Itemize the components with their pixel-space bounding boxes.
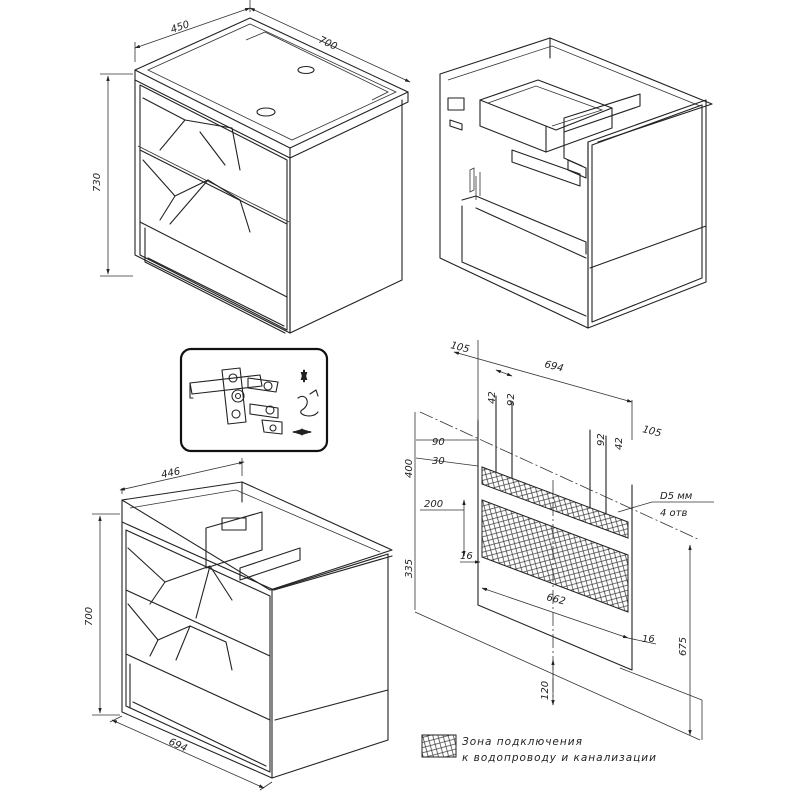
hole-note-diameter: D5 мм [660,491,693,502]
dim-92-right: 92 [596,433,607,446]
dim-90: 90 [432,437,445,448]
dim-335: 335 [404,559,415,578]
dim-200: 200 [424,499,443,510]
hinge-detail-inset [179,347,329,453]
hole-note-count: 4 отв [660,508,687,519]
mounting-scheme: 105 694 105 42 92 92 42 90 30 400 200 16… [404,340,714,741]
dim-400: 400 [404,459,415,478]
dim-depth-bottom: 446 [160,466,181,481]
vanity-open-view [439,37,713,329]
dim-662: 662 [545,592,566,607]
vanity-front-view: 446 700 694 [84,458,393,791]
dim-height-bottom: 700 [84,607,95,626]
dim-92-left: 92 [506,393,517,406]
dim-width-top: 700 [317,35,339,53]
dim-120: 120 [540,681,551,700]
dim-105-right: 105 [641,424,662,439]
dim-depth-top: 450 [169,19,191,36]
legend-line-2: к водопроводу и канализации [462,752,657,764]
dim-42-right: 42 [614,437,625,450]
legend: Зона подключения к водопроводу и канализ… [421,734,657,764]
dim-675: 675 [678,637,689,656]
vanity-closed-view: 450 700 730 [92,0,411,334]
legend-hatch-swatch [421,734,457,758]
dim-694: 694 [543,359,564,374]
legend-line-1: Зона подключения [462,736,583,748]
dim-height-top: 730 [92,173,103,192]
dim-42-left: 42 [487,391,498,404]
dim-16-right: 16 [642,634,655,645]
dim-30: 30 [432,456,445,467]
dim-16-left: 16 [460,551,473,562]
dim-105-left: 105 [449,340,470,355]
